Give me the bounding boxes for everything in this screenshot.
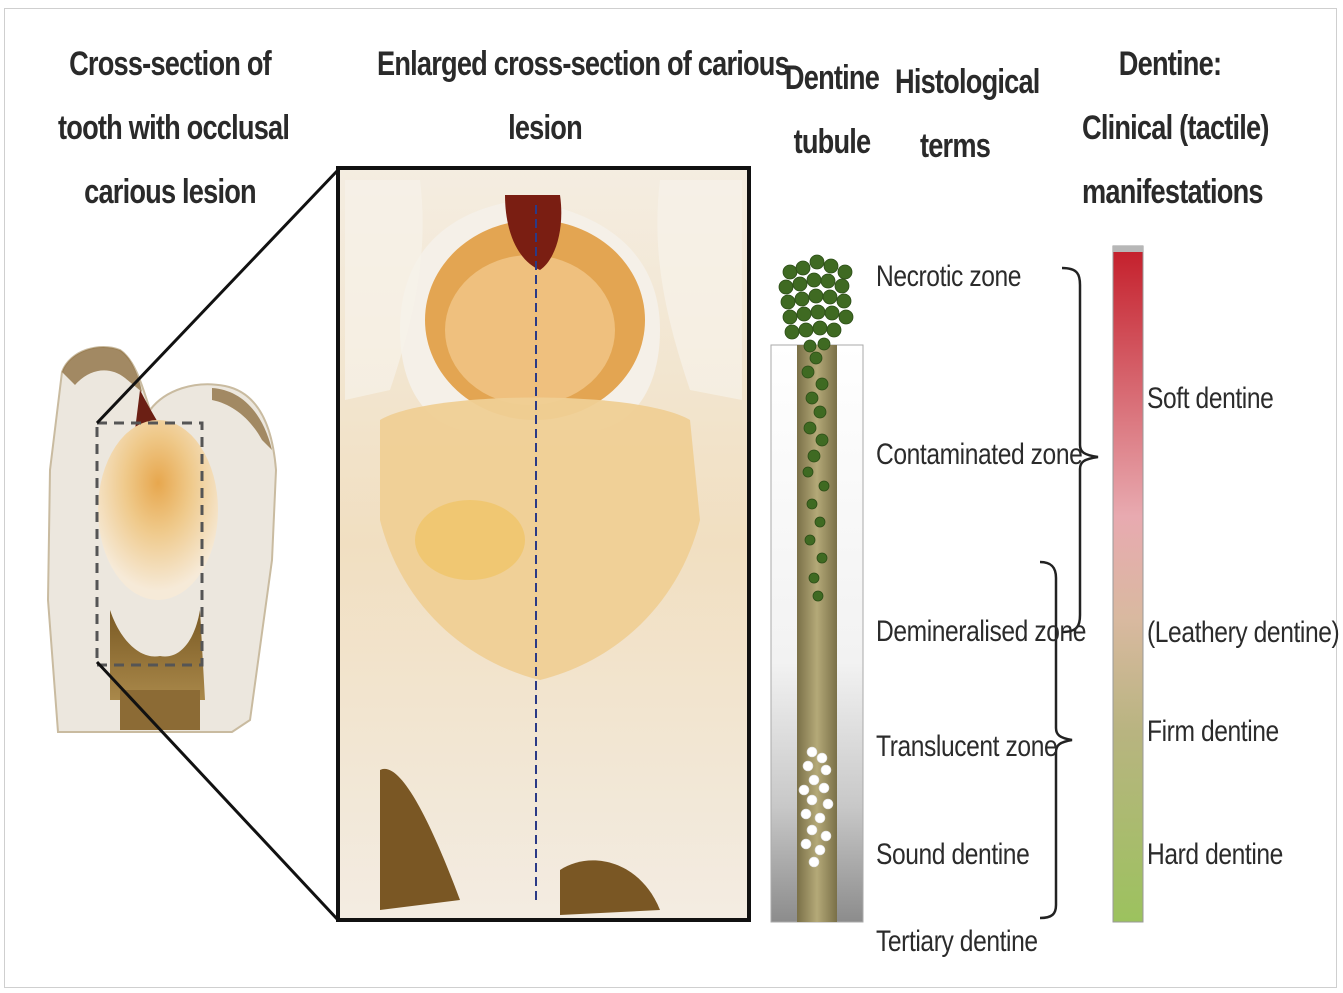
dentine-tubule-illustration	[771, 345, 863, 922]
enlarged-lesion-image	[338, 168, 749, 920]
label-soft-dentine: Soft dentine	[1147, 382, 1273, 416]
label-translucent-zone: Translucent zone	[876, 730, 1057, 764]
clinical-scale-bar	[1113, 246, 1143, 922]
label-contaminated-zone: Contaminated zone	[876, 438, 1082, 472]
label-hard-dentine: Hard dentine	[1147, 838, 1283, 872]
tooth-cross-section-image	[48, 347, 276, 732]
label-firm-dentine: Firm dentine	[1147, 715, 1279, 749]
label-necrotic-zone: Necrotic zone	[876, 260, 1021, 294]
label-sound-dentine: Sound dentine	[876, 838, 1029, 872]
label-demineralised-zone: Demineralised zone	[876, 615, 1086, 649]
label-tertiary-dentine: Tertiary dentine	[876, 925, 1038, 959]
label-leathery-dentine: (Leathery dentine)	[1147, 616, 1339, 650]
